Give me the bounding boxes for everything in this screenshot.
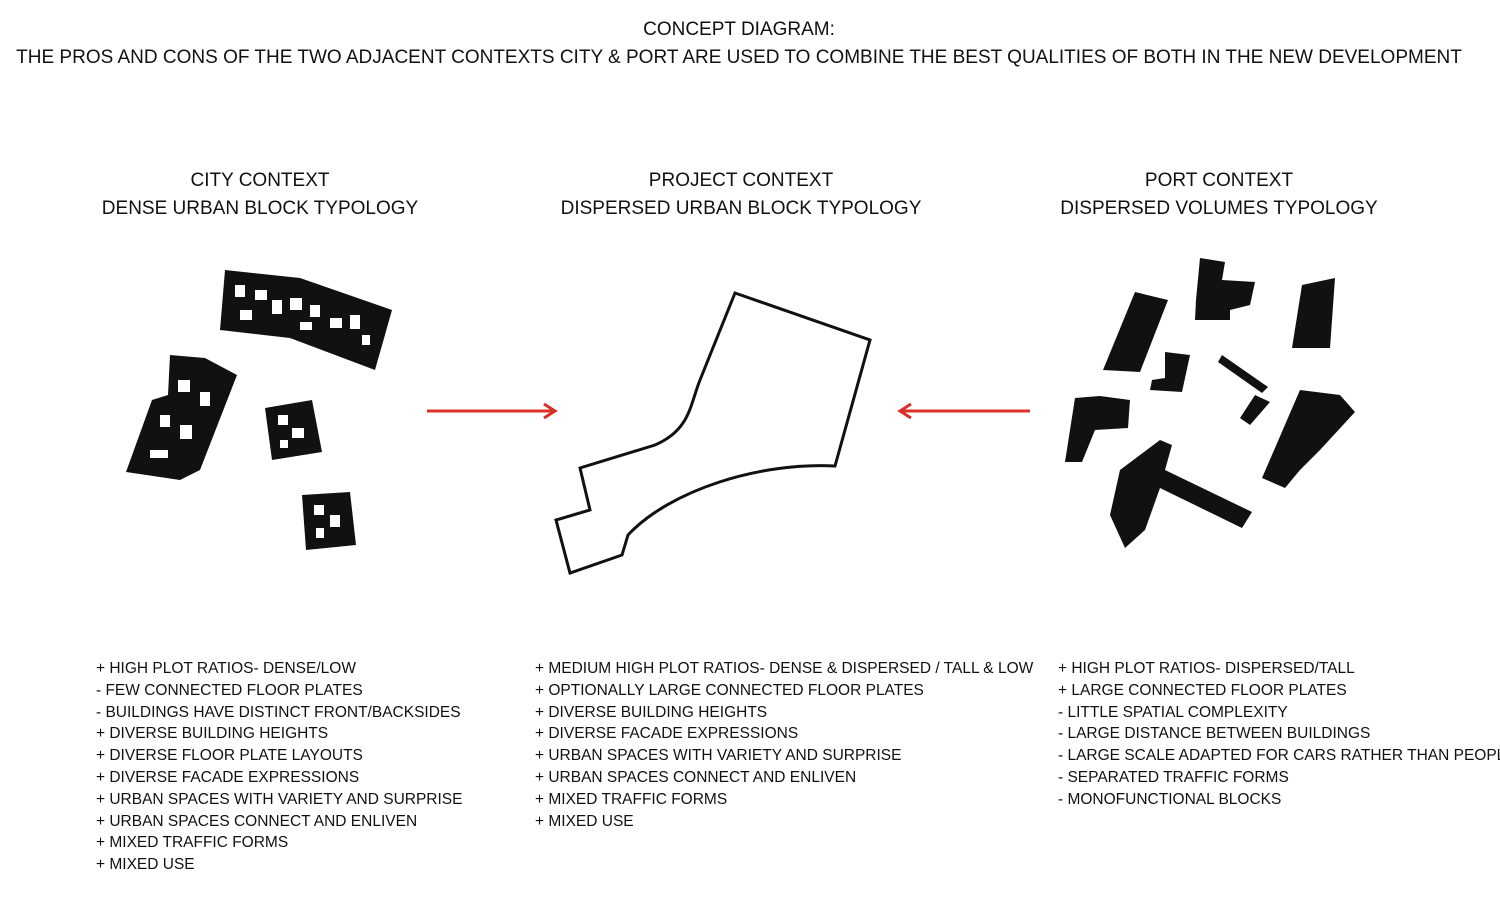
port-heading: PORT CONTEXT DISPERSED VOLUMES TYPOLOGY [979, 167, 1459, 223]
list-item: - LARGE SCALE ADAPTED FOR CARS RATHER TH… [1058, 747, 1500, 765]
list-item: + MIXED USE [96, 856, 195, 874]
list-item: - LITTLE SPATIAL COMPLEXITY [1058, 703, 1288, 721]
list-item: - SEPARATED TRAFFIC FORMS [1058, 768, 1289, 786]
title-line-1: CONCEPT DIAGRAM: [643, 19, 835, 40]
list-item: + OPTIONALLY LARGE CONNECTED FLOOR PLATE… [535, 681, 924, 699]
project-site-outline [554, 291, 872, 575]
list-item: - LARGE DISTANCE BETWEEN BUILDINGS [1058, 725, 1371, 743]
list-item: + MIXED USE [535, 812, 634, 830]
port-heading-2: DISPERSED VOLUMES TYPOLOGY [1060, 198, 1378, 219]
list-item: + MEDIUM HIGH PLOT RATIOS- DENSE & DISPE… [535, 660, 1034, 677]
list-item: + URBAN SPACES CONNECT AND ENLIVEN [96, 812, 418, 830]
list-item: + URBAN SPACES WITH VARIETY AND SURPRISE [535, 747, 902, 765]
project-pros-cons-list: + MEDIUM HIGH PLOT RATIOS- DENSE & DISPE… [535, 658, 1033, 832]
arrow-right-icon [427, 402, 558, 420]
city-blocks [126, 270, 392, 550]
list-item: + HIGH PLOT RATIOS- DISPERSED/TALL [1058, 660, 1355, 677]
list-item: + DIVERSE BUILDING HEIGHTS [96, 725, 329, 743]
list-item: - MONOFUNCTIONAL BLOCKS [1058, 790, 1282, 808]
project-heading: PROJECT CONTEXT DISPERSED URBAN BLOCK TY… [501, 167, 981, 223]
list-item: + MIXED TRAFFIC FORMS [96, 834, 289, 852]
list-item: + MIXED TRAFFIC FORMS [535, 790, 728, 808]
list-item: + DIVERSE BUILDING HEIGHTS [535, 703, 768, 721]
city-block-2 [126, 355, 237, 480]
list-item: + URBAN SPACES WITH VARIETY AND SURPRISE [96, 790, 463, 808]
project-heading-2: DISPERSED URBAN BLOCK TYPOLOGY [560, 198, 922, 219]
city-heading-1: CITY CONTEXT [190, 170, 330, 191]
list-item: + LARGE CONNECTED FLOOR PLATES [1058, 681, 1347, 699]
city-heading: CITY CONTEXT DENSE URBAN BLOCK TYPOLOGY [20, 167, 500, 223]
title-line-2: THE PROS AND CONS OF THE TWO ADJACENT CO… [16, 47, 1462, 68]
list-item: + DIVERSE FACADE EXPRESSIONS [96, 768, 360, 786]
list-item: + HIGH PLOT RATIOS- DENSE/LOW [96, 660, 356, 677]
city-block-4 [302, 492, 356, 550]
list-item: - BUILDINGS HAVE DISTINCT FRONT/BACKSIDE… [96, 703, 461, 721]
city-heading-2: DENSE URBAN BLOCK TYPOLOGY [101, 198, 419, 219]
city-pros-cons-list: + HIGH PLOT RATIOS- DENSE/LOW - FEW CONN… [96, 658, 462, 876]
list-item: + DIVERSE FACADE EXPRESSIONS [535, 725, 799, 743]
port-heading-1: PORT CONTEXT [1144, 170, 1294, 191]
port-volumes [1065, 258, 1355, 548]
diagram-title: CONCEPT DIAGRAM: THE PROS AND CONS OF TH… [0, 16, 1478, 72]
list-item: - FEW CONNECTED FLOOR PLATES [96, 681, 363, 699]
list-item: + DIVERSE FLOOR PLATE LAYOUTS [96, 747, 363, 765]
arrow-left-icon [897, 402, 1030, 420]
project-heading-1: PROJECT CONTEXT [648, 170, 834, 191]
port-pros-cons-list: + HIGH PLOT RATIOS- DISPERSED/TALL + LAR… [1058, 658, 1500, 811]
list-item: + URBAN SPACES CONNECT AND ENLIVEN [535, 768, 857, 786]
